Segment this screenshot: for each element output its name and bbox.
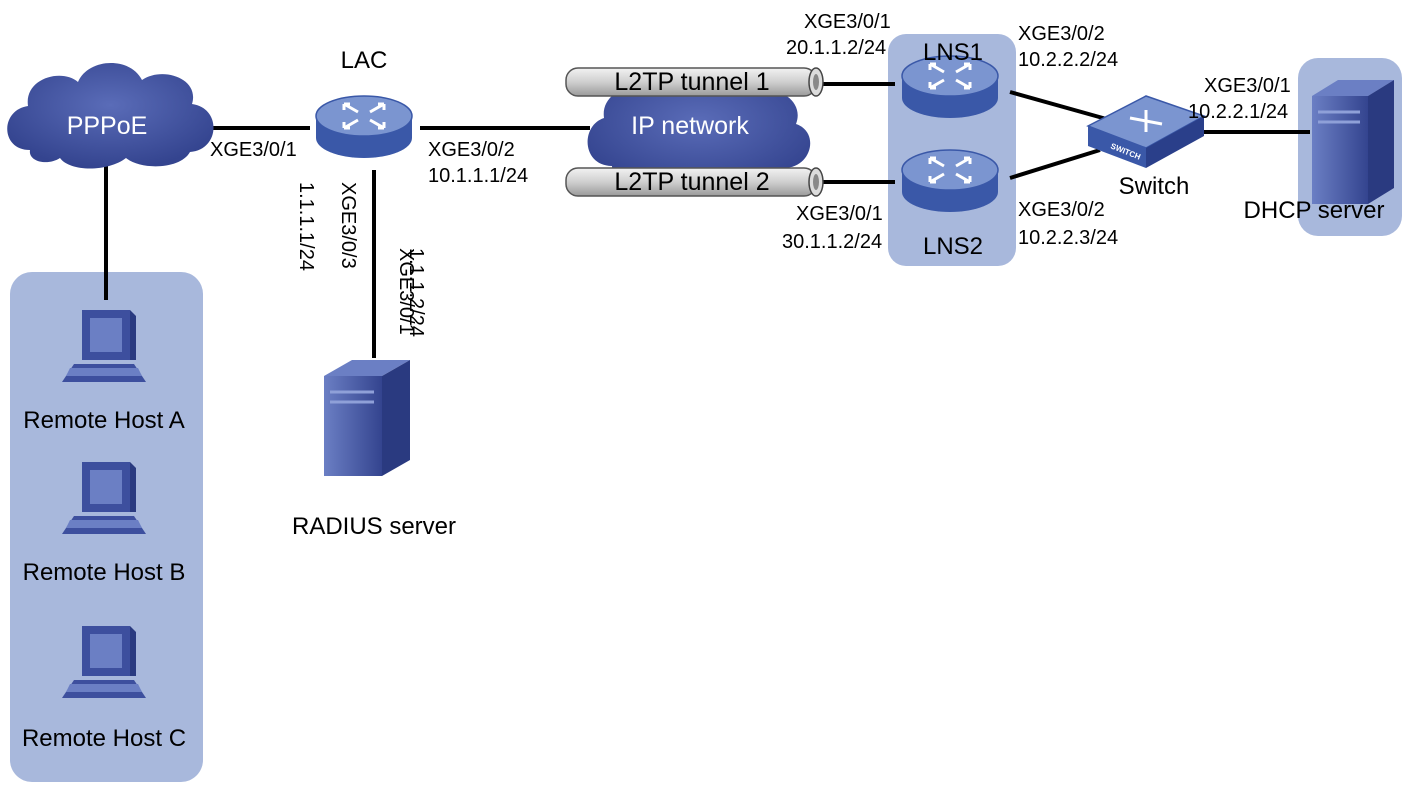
radius-xge1-label: XGE3/0/1: [395, 248, 417, 335]
dhcp-ip: 10.2.2.1/24: [1188, 101, 1288, 123]
lac-xge3-label: XGE3/0/3: [337, 182, 359, 269]
radius-server-label: RADIUS server: [292, 513, 456, 540]
lns2-xge1-label: XGE3/0/1: [796, 203, 883, 225]
lac-xge2-label: XGE3/0/2: [428, 139, 515, 161]
lns2-xge2-label: XGE3/0/2: [1018, 199, 1105, 221]
l2tp-tunnel-2: L2TP tunnel 2: [565, 167, 824, 197]
remote-host-a-label: Remote Host A: [23, 407, 184, 434]
switch-icon: SWITCH: [1086, 95, 1206, 168]
lns1-xge2-label: XGE3/0/2: [1018, 23, 1105, 45]
pppoe-label: PPPoE: [67, 112, 148, 140]
lns1-xge1-ip: 20.1.1.2/24: [786, 37, 886, 59]
dhcp-server-icon: [1312, 80, 1394, 204]
link-lns2-switch: [1009, 148, 1101, 180]
lns1-xge1-label: XGE3/0/1: [804, 11, 891, 33]
lns2-router-icon: [900, 148, 1000, 214]
lac-xge1-label: XGE3/0/1: [210, 139, 297, 161]
tunnel2-label: L2TP tunnel 2: [614, 168, 769, 196]
remote-host-c-label: Remote Host C: [22, 725, 186, 752]
lns2-xge2-ip: 10.2.2.3/24: [1018, 227, 1118, 249]
tunnel1-label: L2TP tunnel 1: [614, 68, 769, 96]
remote-host-b-label: Remote Host B: [23, 559, 186, 586]
lac-xge2-ip: 10.1.1.1/24: [428, 165, 528, 187]
link-lns1-switch: [1009, 90, 1111, 122]
radius-ip: 1.1.1.2/24: [405, 248, 427, 337]
lns1-xge2-ip: 10.2.2.2/24: [1018, 49, 1118, 71]
lac-router-icon: [314, 94, 414, 160]
dhcp-xge1-label: XGE3/0/1: [1204, 75, 1291, 97]
l2tp-tunnel-1: L2TP tunnel 1: [565, 67, 824, 97]
switch-label: Switch: [1119, 173, 1190, 200]
lns1-label: LNS1: [923, 39, 983, 66]
dhcp-server-label: DHCP server: [1244, 197, 1385, 224]
lns2-label: LNS2: [923, 233, 983, 260]
ip-network-cloud: IP network: [587, 75, 811, 191]
lac-xge3-ip: 1.1.1.1/24: [295, 182, 317, 271]
pppoe-cloud: PPPoE: [7, 62, 214, 169]
lac-label: LAC: [341, 47, 388, 74]
lns2-xge1-ip: 30.1.1.2/24: [782, 231, 882, 253]
radius-server-icon: [324, 360, 410, 476]
ip-network-label: IP network: [631, 112, 749, 140]
